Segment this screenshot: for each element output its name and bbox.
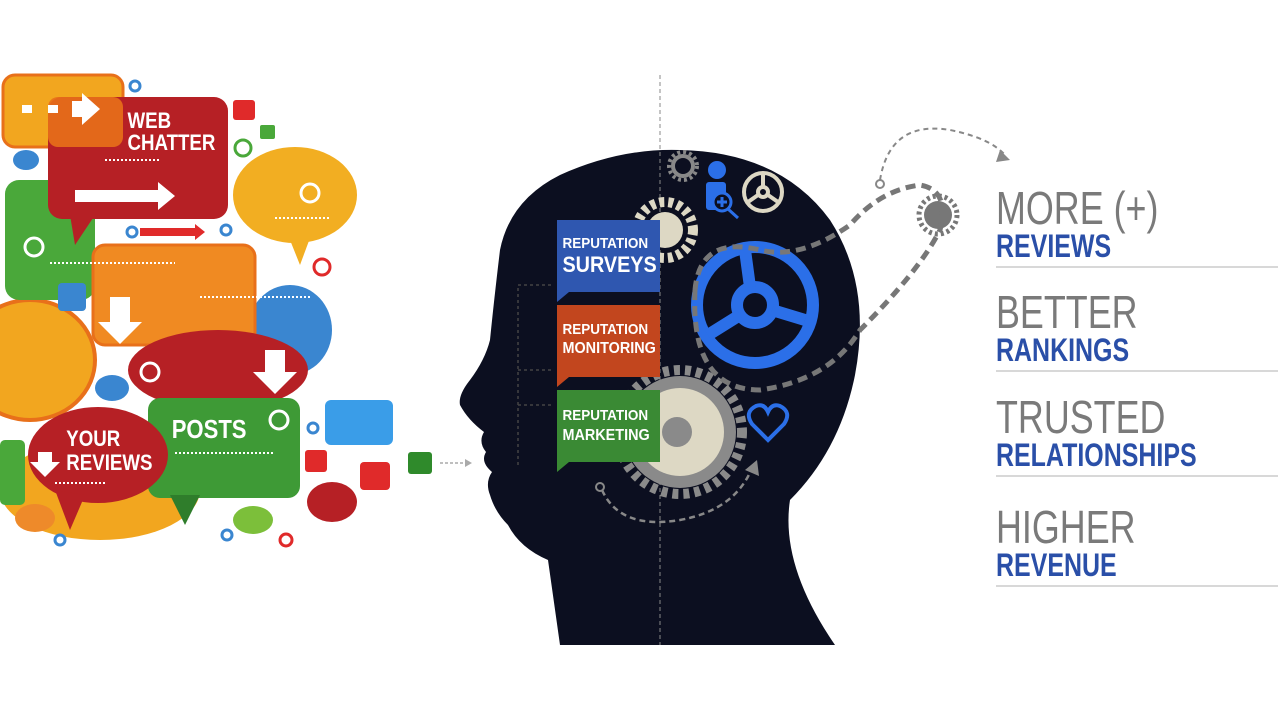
benefit-higher-revenue: HIGHER REVENUE bbox=[996, 504, 1278, 587]
your-reviews-line2: REVIEWS bbox=[66, 452, 152, 476]
benefit-better-rankings: BETTER RANKINGS bbox=[996, 289, 1278, 372]
reputation-surveys-label: REPUTATION SURVEYS bbox=[557, 220, 660, 302]
svg-text:REPUTATION: REPUTATION bbox=[563, 235, 649, 252]
web-chatter-line1: WEB bbox=[128, 110, 172, 134]
svg-text:MONITORING: MONITORING bbox=[563, 339, 656, 357]
posts-label: POSTS bbox=[172, 415, 247, 444]
small-wheel-icon bbox=[742, 171, 784, 213]
benefit-more-reviews: MORE (+) REVIEWS bbox=[996, 185, 1278, 268]
svg-text:REPUTATION: REPUTATION bbox=[563, 407, 649, 424]
benefit-trusted-relationships: TRUSTED RELATIONSHIPS bbox=[996, 394, 1278, 477]
your-reviews-line1: YOUR bbox=[66, 428, 120, 452]
web-chatter-line2: CHATTER bbox=[128, 132, 216, 156]
svg-text:MARKETING: MARKETING bbox=[563, 426, 650, 444]
reputation-monitoring-label: REPUTATION MONITORING bbox=[557, 305, 660, 387]
svg-text:REPUTATION: REPUTATION bbox=[563, 321, 649, 338]
svg-text:SURVEYS: SURVEYS bbox=[563, 253, 657, 277]
speech-bubble-cluster: WEB CHATTER POSTS YOUR REVIEWS bbox=[0, 73, 432, 548]
reputation-marketing-label: REPUTATION MARKETING bbox=[557, 390, 660, 472]
user-search-icon bbox=[706, 161, 740, 220]
heart-icon bbox=[746, 403, 790, 443]
